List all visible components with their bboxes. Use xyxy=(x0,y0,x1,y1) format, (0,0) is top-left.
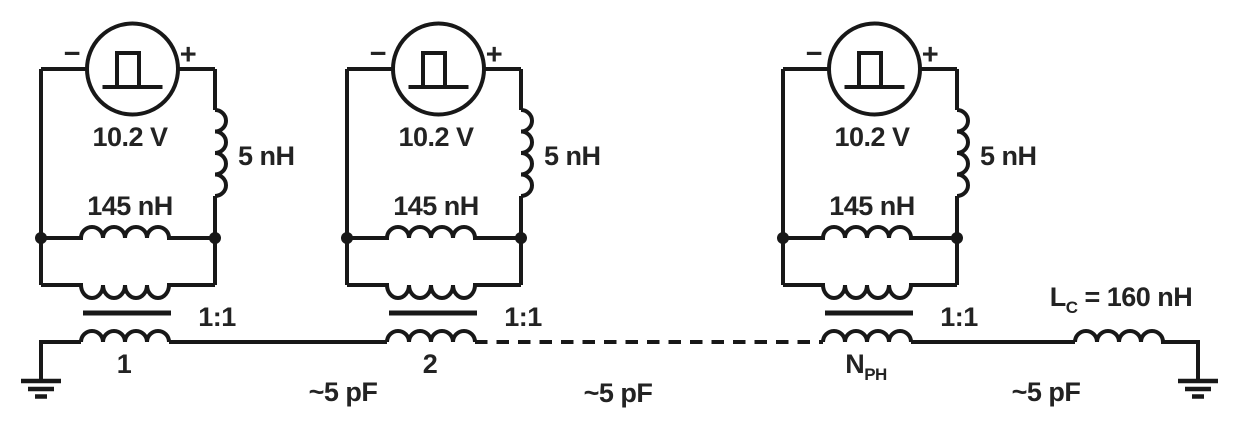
shunt-inductor-label: 145 nH xyxy=(393,191,479,221)
earth-ground-icon xyxy=(21,378,61,399)
phase-number-label: 2 xyxy=(423,349,438,379)
polarity-negative-label: − xyxy=(370,38,386,70)
output-inductor-label: LC= 160 nH xyxy=(1050,282,1193,317)
cell-wiring xyxy=(777,24,968,343)
source-voltage-label: 10.2 V xyxy=(92,122,168,152)
cell-wiring xyxy=(341,24,532,343)
phase-cell-1: − + 10.2 V 5 nH 145 nH 1:1 1 xyxy=(35,24,295,379)
cell-wiring xyxy=(35,24,226,343)
turns-ratio-label: 1:1 xyxy=(504,302,542,332)
phase-number-label: NPH xyxy=(845,349,887,384)
shunt-inductor-label: 145 nH xyxy=(87,191,173,221)
source-voltage-label: 10.2 V xyxy=(834,122,910,152)
polarity-positive-label: + xyxy=(922,39,938,71)
series-inductor-label: 5 nH xyxy=(980,141,1037,171)
coupling-cap-label-3: ~5 pF xyxy=(1012,377,1081,407)
series-inductor-label: 5 nH xyxy=(238,141,295,171)
turns-ratio-label: 1:1 xyxy=(198,302,236,332)
polarity-positive-label: + xyxy=(486,39,502,71)
polarity-negative-label: − xyxy=(806,38,822,70)
coupling-cap-label-2: ~5 pF xyxy=(584,378,653,408)
phase-number-label: 1 xyxy=(117,349,132,379)
polarity-positive-label: + xyxy=(180,39,196,71)
shunt-inductor-label: 145 nH xyxy=(829,191,915,221)
turns-ratio-label: 1:1 xyxy=(940,302,978,332)
source-voltage-label: 10.2 V xyxy=(398,122,474,152)
output-inductor-coil xyxy=(1073,329,1200,381)
series-inductor-label: 5 nH xyxy=(544,141,601,171)
bus-wire-left-stub xyxy=(39,340,81,381)
polarity-negative-label: − xyxy=(64,38,80,70)
coupling-cap-label-1: ~5 pF xyxy=(309,377,378,407)
earth-ground-icon xyxy=(1178,378,1218,399)
phase-cell-2: − + 10.2 V 5 nH 145 nH 1:1 2 xyxy=(341,24,601,379)
phase-cell-n: − + 10.2 V 5 nH 145 nH 1:1 NPH xyxy=(777,24,1037,384)
